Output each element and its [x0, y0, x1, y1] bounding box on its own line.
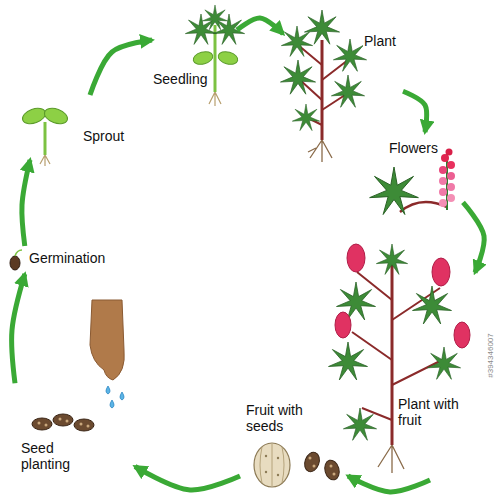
stage-label: Plant: [363, 33, 397, 49]
stage-node: Germination: [8, 246, 120, 274]
cycle-arrow: [22, 160, 30, 246]
stage-label: Plant with fruit: [397, 396, 473, 428]
fruiting-plant-drawing: [329, 244, 471, 473]
sprout-drawing: [20, 105, 69, 166]
cycle-arrow: [90, 40, 152, 95]
watermark: #394346007: [485, 333, 494, 378]
flower-drawing: [370, 149, 455, 215]
stage-label: Seedling: [152, 71, 209, 87]
stage-label: Sprout: [82, 128, 125, 144]
stage-node: Plant with fruit: [325, 236, 475, 480]
stage-label: Germination: [28, 250, 106, 266]
stage-node: Sprout: [18, 95, 138, 160]
stage-label: Fruit with seeds: [245, 402, 319, 434]
stage-label: Flowers: [388, 140, 439, 156]
plant-drawing: [280, 10, 366, 162]
cycle-arrow: [463, 202, 484, 272]
stage-node: Flowers: [368, 132, 463, 220]
stage-node: Plant: [283, 5, 403, 120]
stage-node: Seedling: [152, 5, 237, 105]
stage-label: Seed planting: [20, 440, 82, 472]
cycle-arrow: [12, 274, 25, 383]
stage-node: Fruit with seeds: [240, 400, 348, 495]
planting-drawing: [32, 300, 124, 431]
cycle-arrow: [237, 18, 283, 34]
germinating-seed: [10, 250, 22, 270]
cycle-arrow: [348, 476, 430, 492]
cycle-arrow: [135, 467, 240, 491]
seedling-drawing: [185, 5, 244, 106]
cycle-arrow: [403, 91, 427, 132]
stage-node: Seed planting: [15, 300, 135, 485]
fruit-drawing: [254, 443, 341, 487]
